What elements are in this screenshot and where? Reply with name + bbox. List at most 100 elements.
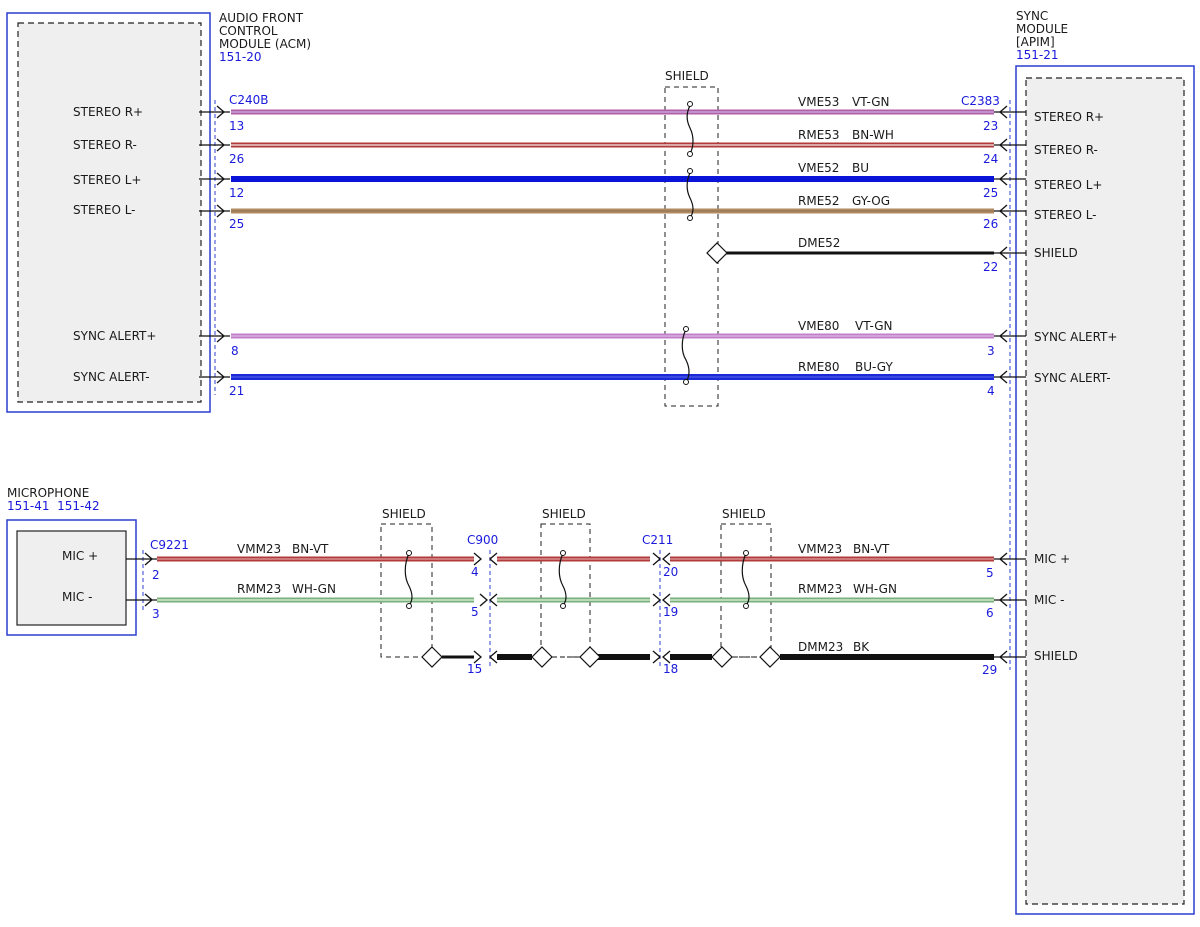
pin-number: 26: [983, 217, 998, 231]
twist-node: [687, 215, 693, 221]
pin-arrow: [216, 138, 225, 152]
pin-number: 4: [987, 384, 995, 398]
twist-node: [683, 379, 689, 385]
acm-pin-label: SYNC ALERT-: [73, 370, 150, 384]
connector-label: C211: [642, 533, 673, 547]
microphone-body: [16, 530, 127, 626]
twist-node: [406, 603, 412, 609]
shield-box-upper: [664, 86, 719, 407]
circuit-id: VMM23: [798, 542, 842, 556]
connector-label: C240B: [229, 93, 269, 107]
pin-arrow: [999, 105, 1008, 119]
sync-pin-label: SYNC ALERT-: [1034, 371, 1111, 385]
pin-arrow: [216, 204, 225, 218]
twist-node: [560, 603, 566, 609]
sync-pin-label: SYNC ALERT+: [1034, 330, 1117, 344]
twist-node: [687, 101, 693, 107]
pin-arrow: [999, 593, 1008, 607]
pin-arrow: [144, 593, 153, 607]
circuit-id: VME53: [798, 95, 839, 109]
twist-node: [683, 326, 689, 332]
pin-number: 18: [663, 662, 678, 676]
sync-pin-label: SHIELD: [1034, 246, 1078, 260]
sync-title-2: MODULE: [1016, 22, 1068, 36]
wire-color-code: BK: [853, 640, 870, 654]
pin-number: 20: [663, 565, 678, 579]
sync-title-1: SYNC: [1016, 9, 1048, 23]
connector-label: C2383: [961, 94, 1000, 108]
pin-arrow: [652, 552, 661, 566]
acm-pin-label: STEREO L-: [73, 203, 136, 217]
acm-ref: 151-20: [219, 50, 262, 64]
twisted-pair-marker: [681, 328, 690, 383]
sync-title-3: [APIM]: [1016, 35, 1055, 49]
acm-pin-label: SYNC ALERT+: [73, 329, 156, 343]
circuit-id: VME52: [798, 161, 839, 175]
acm-outline: [6, 12, 211, 413]
sync-pin-label: SHIELD: [1034, 649, 1078, 663]
pin-number: 25: [983, 186, 998, 200]
shield-drain-symbol: [579, 646, 601, 668]
pin-number: 6: [986, 606, 994, 620]
shield-drain-symbol: [421, 646, 443, 668]
pin-arrow: [479, 593, 488, 607]
pin-arrow: [999, 204, 1008, 218]
connector-label: C900: [467, 533, 498, 547]
pin-arrow: [652, 593, 661, 607]
sync-ref: 151-21: [1016, 48, 1059, 62]
circuit-id: VME80: [798, 319, 839, 333]
twisted-pair-marker: [741, 552, 750, 607]
shield-drain-symbol: [759, 646, 781, 668]
wire-color-code: WH-GN: [853, 582, 897, 596]
microphone-module: MICROPHONE 151-41 151-42 MIC + MIC -: [6, 486, 137, 636]
pin-arrow: [999, 138, 1008, 152]
pin-arrow: [662, 650, 671, 664]
pin-arrow: [999, 650, 1008, 664]
circuit-id: RME80: [798, 360, 840, 374]
shield-drain-symbol: [706, 242, 728, 264]
pin-number: 5: [986, 566, 994, 580]
pin-number: 13: [229, 119, 244, 133]
twist-node: [743, 603, 749, 609]
acm-title-1: AUDIO FRONT: [219, 11, 304, 25]
pin-arrow: [216, 329, 225, 343]
pin-number: 15: [467, 662, 482, 676]
acm-body: [17, 22, 202, 403]
pin-number: 22: [983, 260, 998, 274]
shield-label: SHIELD: [665, 69, 709, 83]
twisted-pair-marker: [404, 552, 413, 607]
pin-number: 23: [983, 119, 998, 133]
circuit-id: RME53: [798, 128, 840, 142]
pin-number: 25: [229, 217, 244, 231]
pin-number: 8: [231, 344, 239, 358]
twist-node: [687, 151, 693, 157]
wire-color-code: BU: [852, 161, 869, 175]
wire-color-code: BN-VT: [292, 542, 329, 556]
pin-number: 2: [152, 568, 160, 582]
shield-drain-symbol: [711, 646, 733, 668]
wire-color-code: VT-GN: [852, 95, 889, 109]
shield-box-1: [380, 523, 433, 658]
sync-pin-label: MIC +: [1034, 552, 1070, 566]
acm-pin-label: STEREO L+: [73, 173, 141, 187]
circuit-id: DMM23: [798, 640, 843, 654]
wire-color-code: WH-GN: [292, 582, 336, 596]
pin-arrow: [999, 552, 1008, 566]
pin-arrow: [662, 552, 671, 566]
pin-number: 21: [229, 384, 244, 398]
pin-arrow: [652, 650, 661, 664]
sync-pin-label: MIC -: [1034, 593, 1064, 607]
acm-title-3: MODULE (ACM): [219, 37, 311, 51]
circuit-id: VMM23: [237, 542, 281, 556]
shield-label: SHIELD: [382, 507, 426, 521]
shield-box-3: [720, 523, 772, 658]
pin-arrow: [999, 172, 1008, 186]
acm-module: AUDIO FRONT CONTROL MODULE (ACM) 151-20 …: [6, 11, 311, 413]
microphone-title: MICROPHONE: [7, 486, 89, 500]
sync-module: SYNC MODULE [APIM] 151-21 STEREO R+ STER…: [1015, 9, 1195, 915]
twisted-pair-marker: [558, 552, 567, 607]
microphone-outline: [6, 519, 137, 636]
microphone-refs: 151-41 151-42: [7, 499, 100, 513]
circuit-id: DME52: [798, 236, 840, 250]
